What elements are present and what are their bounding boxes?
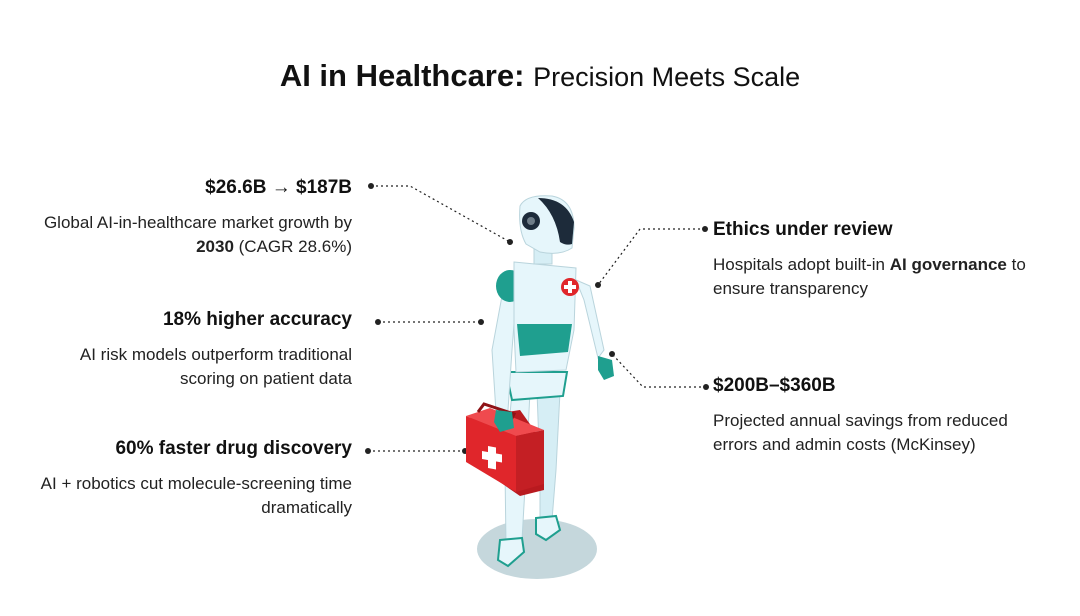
title-bold: AI in Healthcare:: [279, 58, 525, 93]
callout-heading: Ethics under review: [713, 219, 893, 240]
callout-heading: $200B–$360B: [713, 375, 836, 396]
connector-dot: [368, 183, 374, 189]
connector-dot: [365, 448, 371, 454]
connector-dot: [609, 351, 615, 357]
callout-body: AI risk models outperform traditional sc…: [79, 345, 352, 388]
robot-left-hand: [494, 410, 514, 432]
connector-market: [371, 185, 511, 243]
robot-left-foot: [496, 536, 526, 568]
connector-dot: [595, 282, 601, 288]
callout-heading: 18% higher accuracy: [162, 309, 352, 330]
callout-body: AI + robotics cut molecule-screening tim…: [40, 474, 352, 517]
callout-drug-discovery: 60% faster drug discovery AI + robotics …: [32, 437, 352, 520]
connector-dot: [478, 319, 484, 325]
first-aid-cross-icon: [482, 446, 502, 470]
robot-waist-band: [517, 324, 572, 356]
connector-dot: [702, 226, 708, 232]
callout-heading: $26.6B → $187B: [205, 177, 352, 198]
medical-cross-icon: [561, 278, 579, 296]
robot-right-hand: [598, 356, 614, 380]
callout-savings: $200B–$360B Projected annual savings fro…: [713, 374, 1013, 457]
connector-ethics: [597, 228, 705, 286]
callout-body: Projected annual savings from reduced er…: [713, 411, 1008, 454]
connector-dot: [507, 239, 513, 245]
robot-right-arm: [575, 279, 605, 360]
connector-dot: [703, 384, 709, 390]
callout-body: Hospitals adopt built-in AI governance t…: [713, 255, 1026, 298]
callout-body: Global AI-in-healthcare market growth by…: [43, 213, 352, 256]
title-subtitle: Precision Meets Scale: [533, 62, 801, 92]
connector-dot: [375, 319, 381, 325]
callout-ethics: Ethics under review Hospitals adopt buil…: [713, 218, 1033, 301]
page-title: AI in Healthcare: Precision Meets Scale: [0, 56, 1080, 97]
connector-savings: [611, 353, 706, 388]
callout-market-growth: $26.6B → $187B Global AI-in-healthcare m…: [32, 176, 352, 259]
robot-visor: [538, 198, 574, 245]
callout-accuracy: 18% higher accuracy AI risk models outpe…: [32, 308, 352, 391]
robot-right-foot: [535, 514, 562, 542]
robot-eye-lens: [527, 217, 535, 225]
callout-heading: 60% faster drug discovery: [115, 438, 352, 459]
robot-hips: [504, 371, 569, 402]
